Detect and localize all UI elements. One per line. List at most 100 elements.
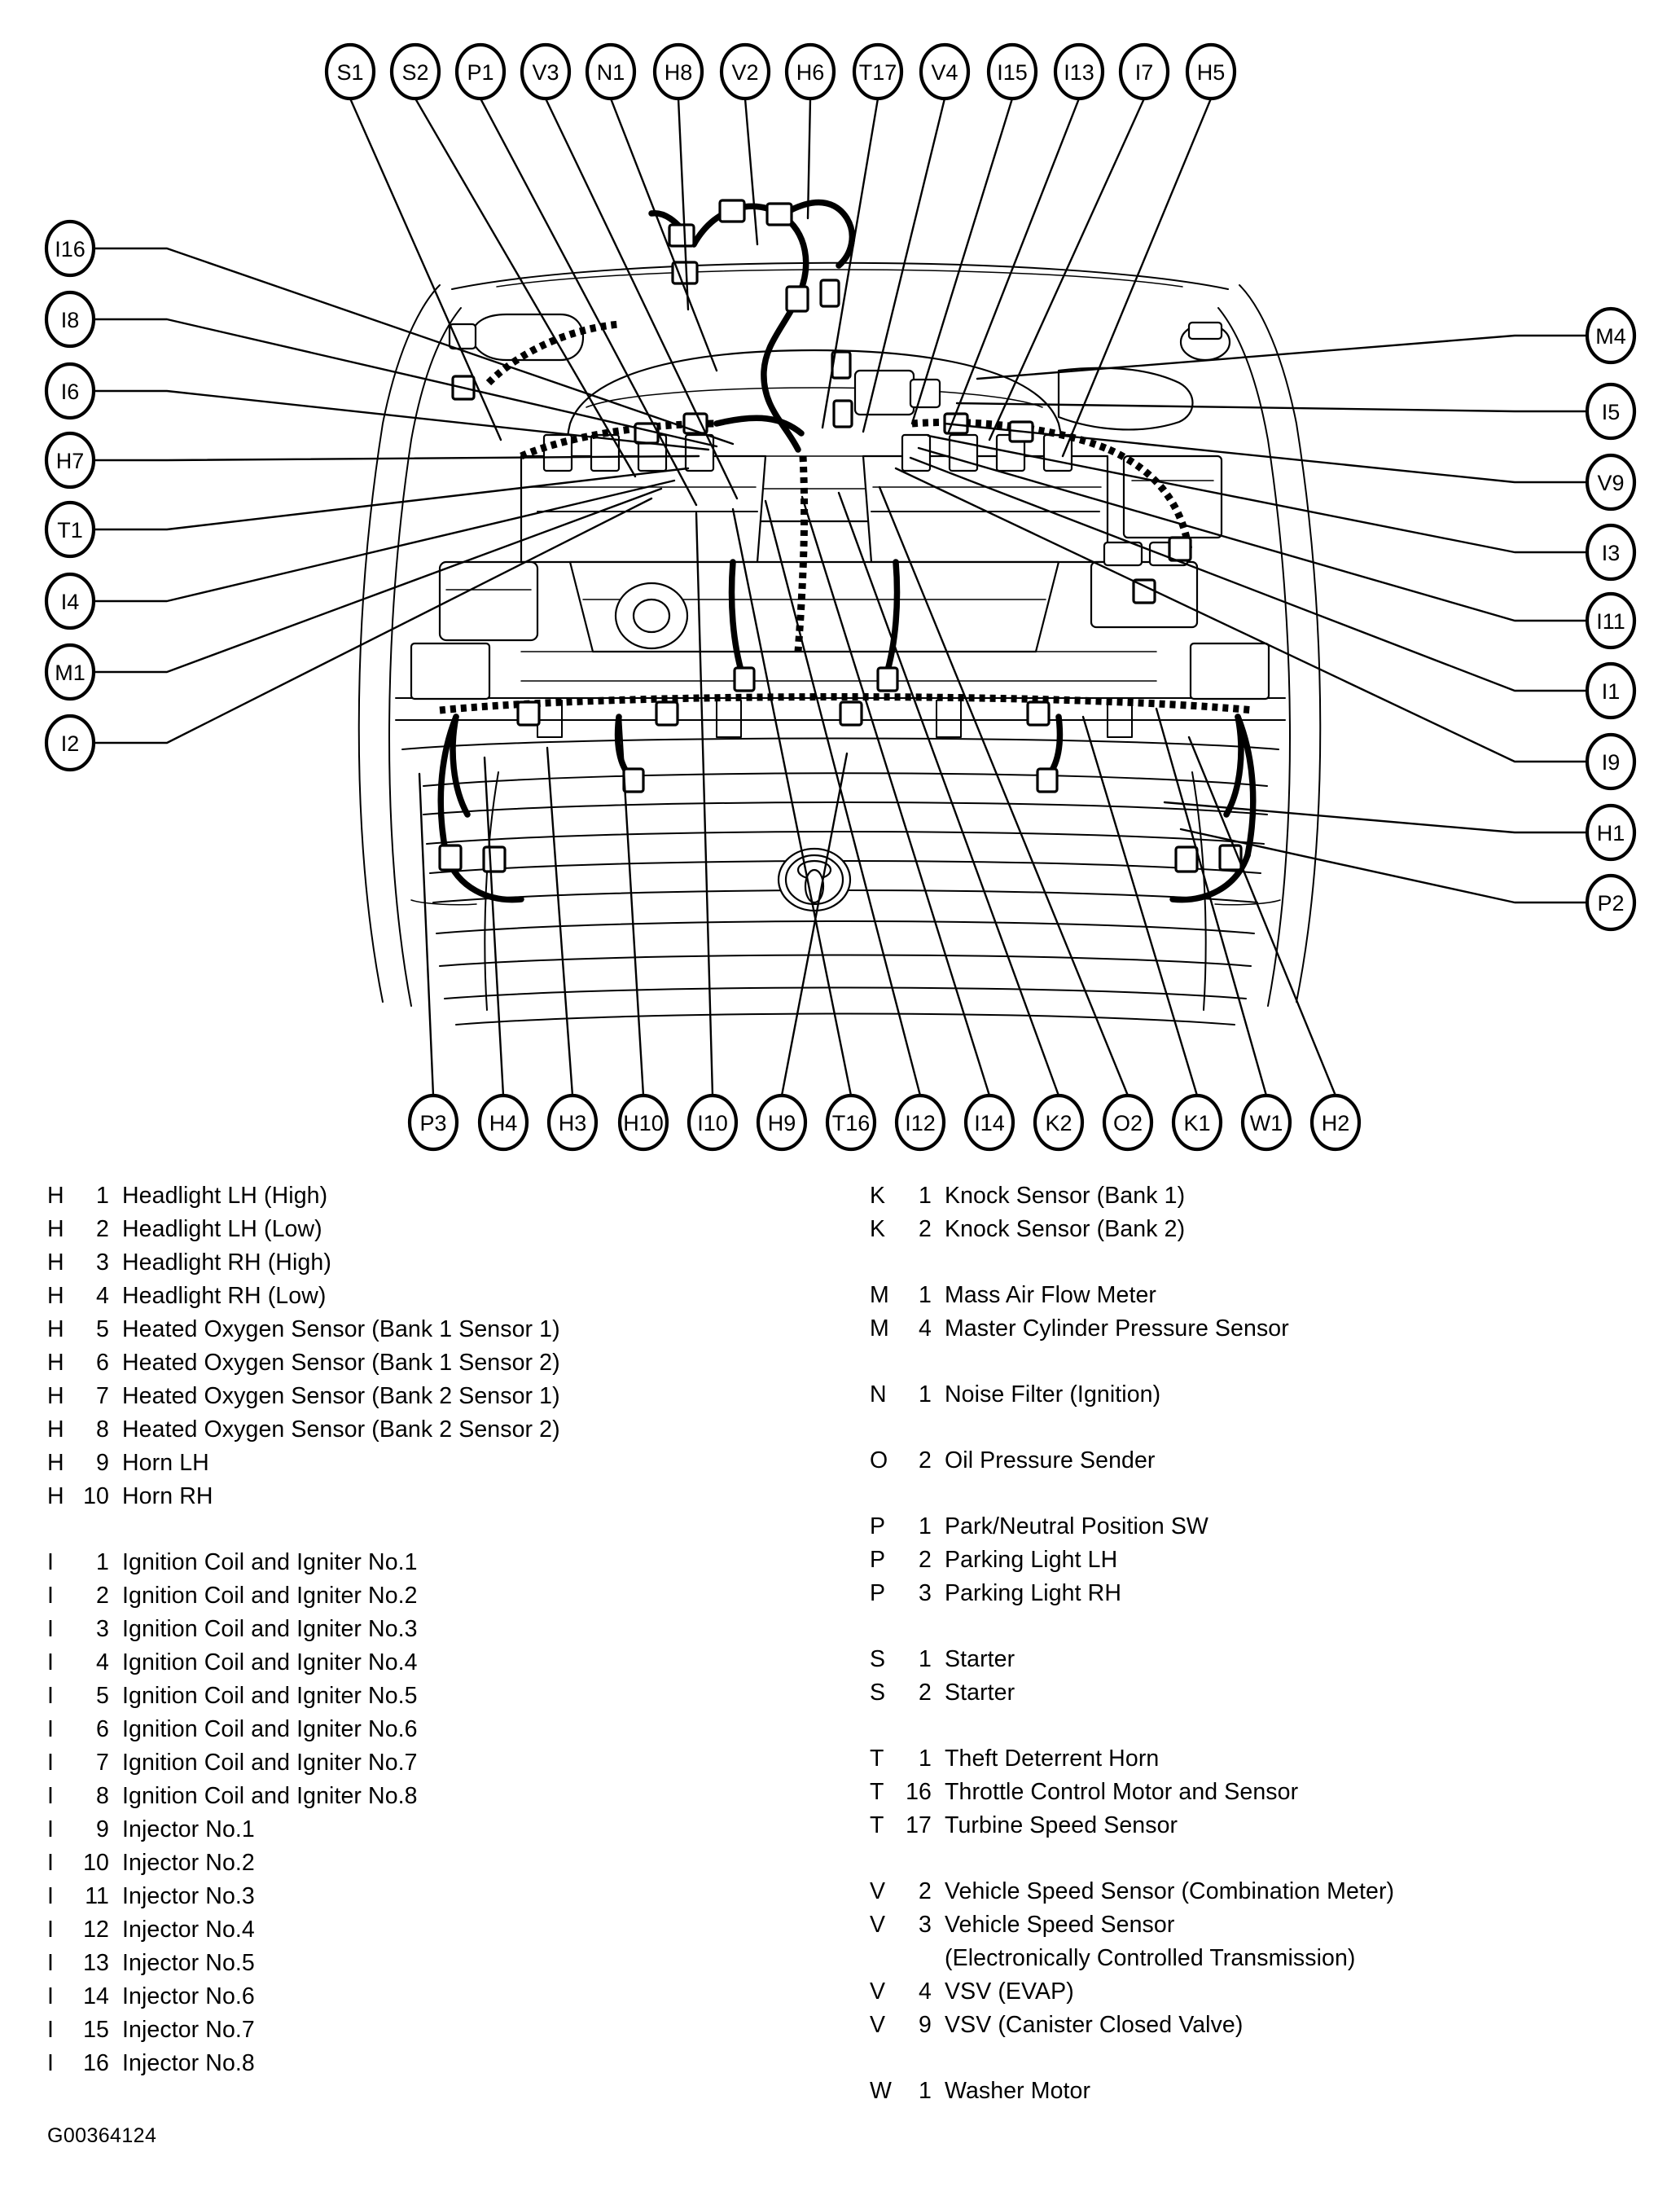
legend-description: Oil Pressure Sender	[945, 1447, 1156, 1473]
callout-w1: W1	[1240, 1093, 1292, 1152]
legend-description: Starter	[945, 1646, 1015, 1672]
legend-code-letter: I	[47, 1750, 55, 1776]
callout-label: I9	[1602, 750, 1621, 775]
legend-code-letter: S	[870, 1646, 886, 1672]
legend-description: Ignition Coil and Igniter No.8	[122, 1783, 418, 1809]
legend-code-number: 11	[85, 1883, 109, 1909]
legend-code-letter: I	[47, 1683, 55, 1709]
callout-i4: I4	[44, 572, 96, 630]
legend-code-number: 3	[919, 1580, 932, 1606]
legend-code-number: 2	[919, 1547, 932, 1573]
callout-label: T16	[832, 1111, 871, 1135]
callout-p2: P2	[1585, 873, 1637, 932]
legend-description: Horn RH	[122, 1483, 213, 1509]
callout-label: H2	[1322, 1111, 1350, 1135]
callout-m1: M1	[44, 643, 96, 701]
leader-s1	[349, 97, 502, 441]
legend-code-letter: H	[47, 1416, 64, 1443]
callout-m4: M4	[1585, 306, 1637, 365]
callout-label: V4	[931, 60, 958, 85]
callout-h4: H4	[477, 1093, 529, 1152]
legend-code-number: 3	[96, 1249, 109, 1276]
callout-label: M4	[1595, 324, 1626, 349]
callout-i8: I8	[44, 290, 96, 349]
leader-m1	[92, 487, 663, 674]
legend-description: VSV (EVAP)	[945, 1978, 1074, 2005]
callout-i5: I5	[1585, 382, 1637, 441]
callout-i16: I16	[44, 219, 96, 278]
callout-t16: T16	[825, 1093, 877, 1152]
callout-label: H9	[768, 1111, 796, 1135]
legend-description: Headlight RH (Low)	[122, 1283, 327, 1309]
radiator-support	[395, 642, 1286, 750]
callout-label: W1	[1250, 1111, 1283, 1135]
callout-i7: I7	[1118, 42, 1170, 101]
callout-h1: H1	[1585, 803, 1637, 862]
legend-description: Injector No.4	[122, 1917, 255, 1943]
callout-label: I7	[1135, 60, 1154, 85]
callout-h5: H5	[1185, 42, 1237, 101]
leader-h7	[92, 455, 700, 462]
legend-description: Parking Light LH	[945, 1547, 1118, 1573]
leader-k1	[1081, 715, 1199, 1097]
leader-i9	[894, 467, 1589, 763]
leader-lines	[92, 97, 1589, 1097]
legend-code-number: 9	[919, 2012, 932, 2038]
callout-label: H1	[1597, 821, 1625, 845]
legend-code-letter: I	[47, 2017, 55, 2043]
legend-code-number: 16	[83, 2050, 109, 2076]
legend-code-number: 2	[96, 1583, 109, 1609]
leader-i5	[955, 402, 1589, 413]
toyota-emblem	[777, 847, 852, 912]
legend-code-number: 1	[919, 1183, 932, 1209]
callout-label: V9	[1597, 471, 1624, 495]
legend-description: Horn LH	[122, 1450, 209, 1476]
legend-description: Knock Sensor (Bank 1)	[945, 1183, 1186, 1209]
callout-label: H4	[489, 1111, 518, 1135]
legend-code-number: 8	[96, 1416, 109, 1443]
callout-label: H6	[796, 60, 825, 85]
legend-code-letter: V	[870, 1878, 886, 1904]
leader-v3	[544, 97, 739, 500]
legend-description: Injector No.6	[122, 1983, 255, 2009]
leader-i1	[909, 456, 1589, 692]
legend-code-letter: I	[47, 1616, 55, 1642]
callout-h6: H6	[784, 42, 836, 101]
legend-description: Starter	[945, 1680, 1015, 1706]
leader-o2	[878, 485, 1130, 1097]
legend-description: Ignition Coil and Igniter No.3	[122, 1616, 418, 1642]
callout-i1: I1	[1585, 661, 1637, 720]
legend-description: Knock Sensor (Bank 2)	[945, 1216, 1186, 1242]
callout-v4: V4	[919, 42, 971, 101]
callout-label: I13	[1064, 60, 1094, 85]
callout-label: P3	[419, 1111, 446, 1135]
callout-label: K1	[1183, 1111, 1210, 1135]
leader-h2	[1187, 736, 1337, 1097]
legend-code-number: 4	[919, 1978, 932, 2005]
legend-code-letter: I	[47, 1649, 55, 1675]
callout-p3: P3	[407, 1093, 459, 1152]
leader-i2	[92, 497, 653, 744]
callout-label: H7	[56, 449, 85, 473]
